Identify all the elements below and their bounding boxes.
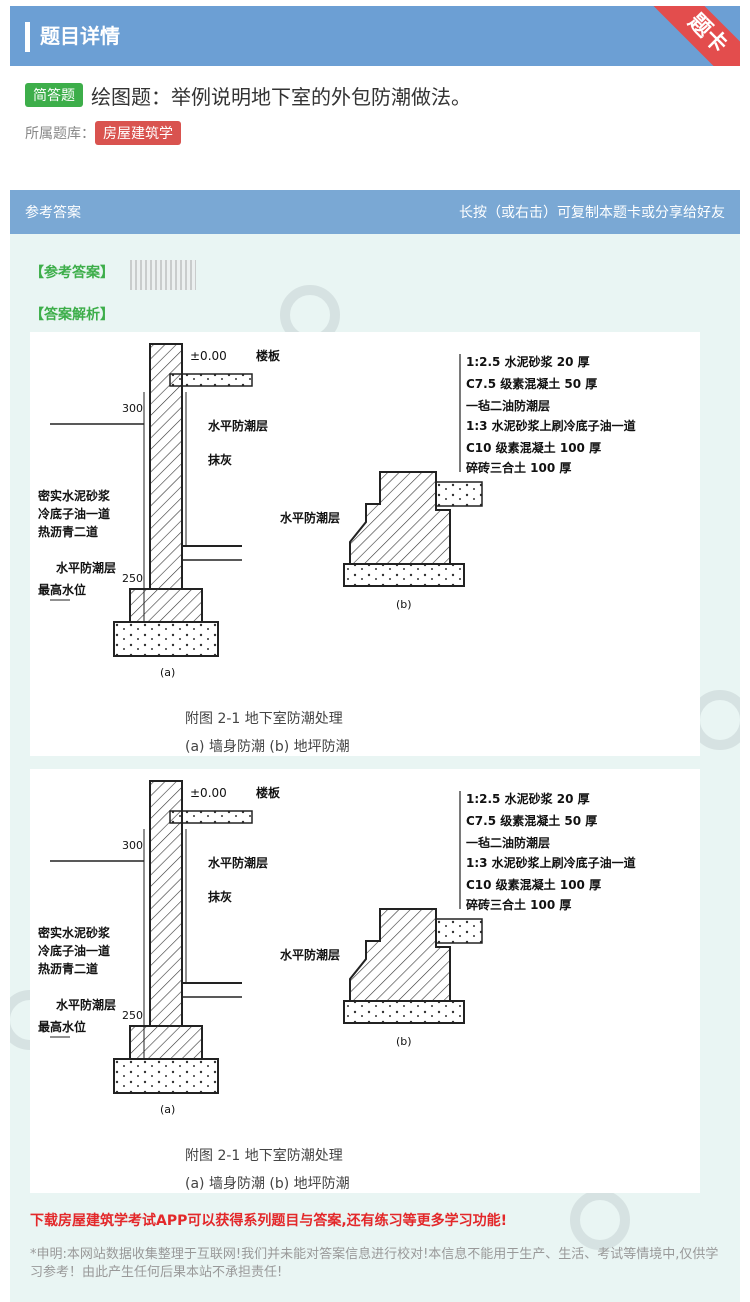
label-sub-b: (b) [396, 1035, 412, 1048]
label-floor-slab: 楼板 [256, 348, 281, 363]
label-floor-slab: 楼板 [256, 785, 281, 800]
label-sub-b: (b) [396, 598, 412, 611]
answer-section: 参考答案 长按（或右击）可复制本题卡或分享给好友 【参考答案】 【答案解析】 [10, 190, 740, 1302]
label-water-level: 最高水位 [38, 582, 86, 597]
figure-image-2: ±0.00 楼板 300 水平防潮层 抹灰 密实水泥砂浆 冷底子油一道 热沥青二… [30, 769, 700, 1193]
layer-label-3: 一毡二油防潮层 [466, 835, 550, 850]
label-plaster: 抹灰 [208, 889, 232, 904]
layer-label-4: 1:3 水泥砂浆上刷冷底子油一道 [466, 418, 636, 433]
layer-label-5: C10 级素混凝土 100 厚 [466, 440, 601, 455]
label-plaster: 抹灰 [208, 452, 232, 467]
label-asphalt: 热沥青二道 [38, 961, 98, 976]
label-dim-250: 250 [122, 572, 143, 585]
label-mortar: 密实水泥砂浆 [38, 925, 111, 940]
label-floor-hdp: 水平防潮层 [280, 947, 340, 962]
question-bank-row: 所属题库： 房屋建筑学 [25, 121, 181, 145]
reference-answer-label: 【参考答案】 [30, 265, 114, 281]
download-app-link[interactable]: 下载房屋建筑学考试APP可以获得系列题目与答案,还有练习等更多学习功能! [30, 1213, 508, 1229]
layer-label-2: C7.5 级素混凝土 50 厚 [466, 376, 597, 391]
label-floor-hdp: 水平防潮层 [280, 510, 340, 525]
label-hdp-2: 水平防潮层 [56, 560, 116, 575]
label-dim-300: 300 [122, 402, 143, 415]
disclaimer-text: *申明:本网站数据收集整理于互联网!我们并未能对答案信息进行校对!本信息不能用于… [30, 1247, 719, 1280]
label-hdp-1: 水平防潮层 [208, 855, 268, 870]
figure-subcaption: (a) 墙身防潮 (b) 地坪防潮 [185, 1176, 350, 1192]
bank-label: 所属题库： [25, 126, 95, 142]
question-text: 绘图题：举例说明地下室的外包防潮做法。 [91, 84, 471, 109]
answer-header-title: 参考答案 [25, 205, 81, 221]
label-sub-a: (a) [160, 666, 175, 679]
answer-header: 参考答案 长按（或右击）可复制本题卡或分享给好友 [10, 190, 740, 234]
label-dim-250: 250 [122, 1009, 143, 1022]
card-ribbon[interactable]: 题卡 [634, 6, 740, 66]
figure-drawing: ±0.00 楼板 300 水平防潮层 抹灰 密实水泥砂浆 冷底子油一道 热沥青二… [38, 343, 636, 679]
figure-caption: 附图 2-1 地下室防潮处理 [185, 711, 343, 727]
label-elevation: ±0.00 [190, 349, 227, 363]
header-accent-bar [25, 22, 30, 52]
page-header: 题目详情 题卡 [10, 6, 740, 66]
layer-label-5: C10 级素混凝土 100 厚 [466, 877, 601, 892]
page-title: 题目详情 [40, 24, 120, 48]
label-dim-300: 300 [122, 839, 143, 852]
label-water-level: 最高水位 [38, 1019, 86, 1034]
figure-caption: 附图 2-1 地下室防潮处理 [185, 1148, 343, 1164]
layer-label-6: 碎砖三合土 100 厚 [466, 897, 571, 912]
label-hdp-1: 水平防潮层 [208, 418, 268, 433]
layer-label-6: 碎砖三合土 100 厚 [466, 460, 571, 475]
bank-link[interactable]: 房屋建筑学 [95, 121, 181, 145]
layer-label-3: 一毡二油防潮层 [466, 398, 550, 413]
label-elevation: ±0.00 [190, 786, 227, 800]
layer-label-1: 1:2.5 水泥砂浆 20 厚 [466, 791, 590, 806]
watermark-ring [570, 1190, 630, 1250]
figure-image-1: ±0.00 楼板 300 水平防潮层 抹灰 密实水泥砂浆 冷底子油一道 热沥青二… [30, 332, 700, 756]
figure-subcaption: (a) 墙身防潮 (b) 地坪防潮 [185, 739, 350, 755]
label-hdp-2: 水平防潮层 [56, 997, 116, 1012]
layer-label-2: C7.5 级素混凝土 50 厚 [466, 813, 597, 828]
label-asphalt: 热沥青二道 [38, 524, 98, 539]
question-type-badge: 简答题 [25, 83, 83, 107]
label-sub-a: (a) [160, 1103, 175, 1116]
analysis-label: 【答案解析】 [30, 307, 114, 323]
label-primer: 冷底子油一道 [38, 943, 110, 958]
label-mortar: 密实水泥砂浆 [38, 488, 111, 503]
question-row: 简答题 绘图题：举例说明地下室的外包防潮做法。 [25, 80, 471, 110]
figure-drawing: ±0.00 楼板 300 水平防潮层 抹灰 密实水泥砂浆 冷底子油一道 热沥青二… [38, 780, 636, 1116]
share-hint: 长按（或右击）可复制本题卡或分享给好友 [459, 205, 725, 221]
blurred-answer-image [130, 260, 196, 290]
layer-label-4: 1:3 水泥砂浆上刷冷底子油一道 [466, 855, 636, 870]
label-primer: 冷底子油一道 [38, 506, 110, 521]
layer-label-1: 1:2.5 水泥砂浆 20 厚 [466, 354, 590, 369]
